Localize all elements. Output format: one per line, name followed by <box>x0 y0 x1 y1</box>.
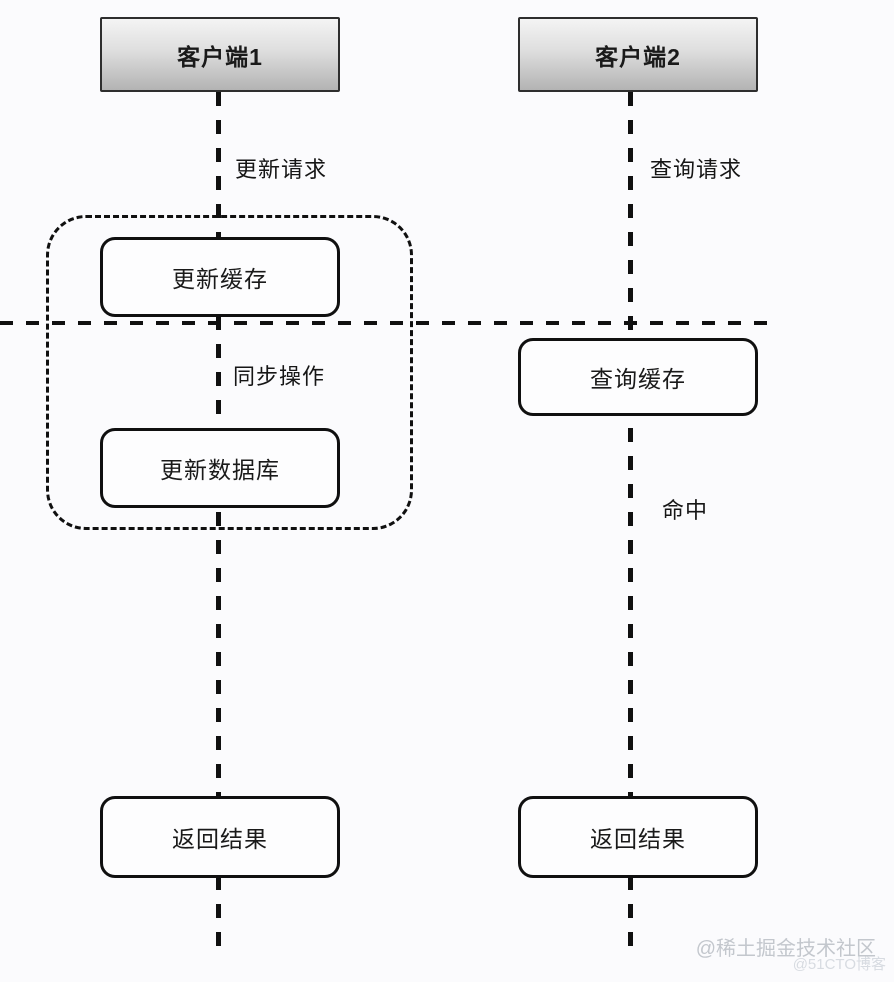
node-return-result-client2: 返回结果 <box>518 796 758 878</box>
horizontal-dashed-separator <box>0 321 776 325</box>
label-query-request: 查询请求 <box>650 157 743 182</box>
lifeline-client2 <box>628 92 633 948</box>
label-hit: 命中 <box>662 498 709 523</box>
node-return-result-client1-label: 返回结果 <box>172 826 268 852</box>
label-sync-operation: 同步操作 <box>233 364 326 389</box>
node-update-cache: 更新缓存 <box>100 237 340 317</box>
sync-operation-group-frame <box>46 215 413 530</box>
node-query-cache: 查询缓存 <box>518 338 758 416</box>
node-update-cache-label: 更新缓存 <box>172 266 268 292</box>
node-query-cache-label: 查询缓存 <box>590 366 686 392</box>
actor-client1-label: 客户端1 <box>177 43 263 70</box>
actor-client2-label: 客户端2 <box>595 43 681 70</box>
actor-client2: 客户端2 <box>518 17 758 92</box>
node-update-database: 更新数据库 <box>100 428 340 508</box>
node-return-result-client1: 返回结果 <box>100 796 340 878</box>
actor-client1: 客户端1 <box>100 17 340 92</box>
watermark-juejin: @稀土掘金技术社区 <box>695 938 876 960</box>
node-update-database-label: 更新数据库 <box>160 457 280 483</box>
label-update-request: 更新请求 <box>235 157 328 182</box>
node-return-result-client2-label: 返回结果 <box>590 826 686 852</box>
watermark-51cto: @51CTO博客 <box>792 956 886 973</box>
lifeline-client1 <box>216 92 221 948</box>
